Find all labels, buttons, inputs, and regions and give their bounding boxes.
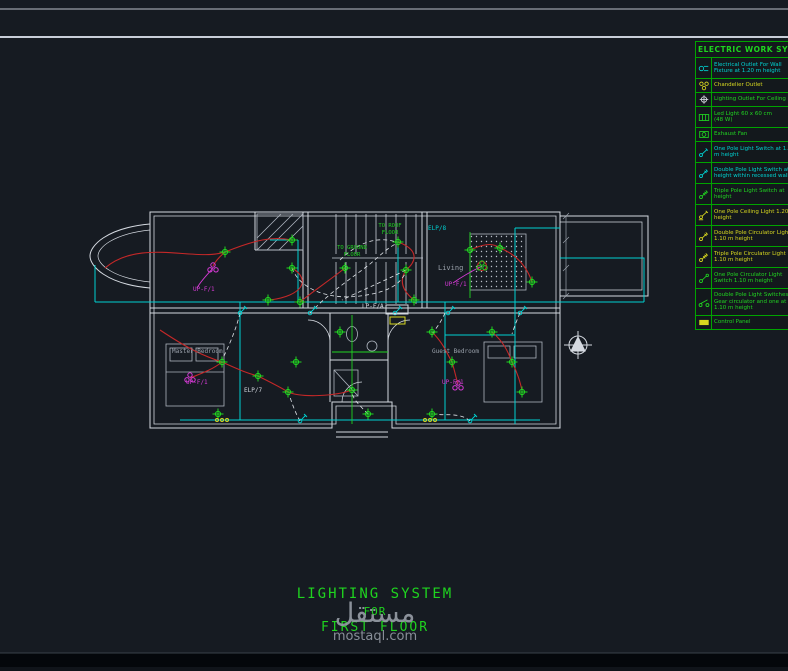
one-pole-switch-icon (696, 142, 712, 162)
legend-row-label: Double Pole Circulator Light 1.10 m heig… (714, 229, 788, 243)
legend-row-label: Electrical Outlet For Wall Fixture at 1.… (714, 61, 782, 75)
room-label-guest-bedroom: Guest Bedroom (432, 348, 479, 355)
plan-labels: ELP/8 ELP/7 Living Master Bedroom Guest … (172, 223, 479, 394)
legend-row: Triple Pole Circulator Light 1.10 m heig… (696, 247, 788, 268)
legend-row-label: One Pole Light Switch at 1.20 m height (714, 145, 788, 159)
wiring-green (332, 232, 471, 424)
legend-row-label: Exhaust Fan (714, 131, 748, 138)
legend-row: Triple Pole Light Switch at height (696, 184, 788, 205)
ceiling-outlet-icon (696, 93, 712, 106)
double-pole-switch-icon (696, 163, 712, 183)
legend-row-label: Control Panel (714, 319, 751, 326)
legend-row-label: Lighting Outlet For Ceiling (714, 96, 786, 103)
watermark-latin: mostaql.com (332, 629, 418, 644)
led-panel-icon (696, 107, 712, 127)
circuit-label-up-f1: UP-F/1 (445, 281, 467, 288)
legend-row: Exhaust Fan (696, 128, 788, 142)
dimension-lines (562, 212, 570, 300)
furniture (165, 213, 543, 407)
stairs-note-roof-1: TO ROOF (378, 223, 401, 229)
stairs-note-ground-1: TO GROUND (337, 245, 367, 251)
legend-row-label: One Pole Circulator Light Switch 1.10 m … (714, 271, 783, 285)
control-panel-icon (696, 316, 712, 329)
circuit-label-up-f1: UP-F/1 (193, 286, 215, 293)
circuit-label-elp7: ELP/7 (244, 387, 262, 394)
watermark: مستقل mostaql.com (255, 598, 495, 645)
wall-outlet-icon (696, 58, 712, 78)
one-pole-circulator-switch-icon (696, 268, 712, 288)
legend-row: One Pole Light Switch at 1.20 m height (696, 142, 788, 163)
legend-row: Led Light 60 x 60 cm (48 W) (696, 107, 788, 128)
legend-row-label: Double Pole Light Switches Gear circulat… (714, 292, 788, 312)
legend-row: Double Pole Circulator Light 1.10 m heig… (696, 226, 788, 247)
drawing-title-line2: FOR (363, 605, 387, 618)
panel-label-lp-fa: LP-F/A (362, 303, 384, 310)
legend-title: ELECTRIC WORK SYMBOL (696, 42, 788, 58)
legend-row: Chandelier Outlet (696, 79, 788, 93)
drawing-title-line1: LIGHTING SYSTEM (296, 586, 454, 602)
circuit-label-up-f1: UP-F/1 (186, 379, 208, 386)
drawing-title-line3: FIRST FLOOR (320, 620, 430, 635)
legend-row-label: Triple Pole Circulator Light 1.10 m heig… (714, 250, 786, 264)
double-pole-wall-switch-icon (696, 289, 712, 315)
legend-row: Electrical Outlet For Wall Fixture at 1.… (696, 58, 788, 79)
room-label-master-bedroom: Master Bedroom (172, 348, 223, 355)
wiring-magenta (196, 265, 483, 289)
legend-row: Lighting Outlet For Ceiling (696, 93, 788, 107)
sheet-frame (0, 8, 788, 667)
legend-row-label: Chandelier Outlet (714, 82, 763, 89)
room-label-living: Living (438, 264, 463, 272)
stairs-note-ground-2: FLOOR (344, 252, 361, 258)
legend-row: Control Panel (696, 316, 788, 329)
wiring-cyan (94, 227, 645, 424)
legend-row: Double Pole Light Switch at height withi… (696, 163, 788, 184)
exhaust-fan-icon (696, 128, 712, 141)
triple-pole-circulator-switch-icon (696, 247, 712, 267)
stairs-note-roof-2: FLOOR (382, 230, 399, 236)
legend-row: One Pole Ceiling Light 1.20 m height (696, 205, 788, 226)
legend-row-label: Double Pole Light Switch at height withi… (714, 166, 788, 180)
legend-row: One Pole Circulator Light Switch 1.10 m … (696, 268, 788, 289)
double-pole-circulator-switch-icon (696, 226, 712, 246)
section-marker (564, 331, 592, 359)
watermark-arabic: مستقل (334, 598, 416, 629)
chandelier-outlet-icon (696, 79, 712, 92)
legend-row-label: Led Light 60 x 60 cm (48 W) (714, 110, 772, 124)
legend-row-label: Triple Pole Light Switch at height (714, 187, 785, 201)
drawing-title: LIGHTING SYSTEM FOR FIRST FLOOR (215, 586, 535, 635)
stairs (332, 214, 423, 304)
circuit-label-elp8: ELP/8 (428, 225, 446, 232)
legend-row-label: One Pole Ceiling Light 1.20 m height (714, 208, 788, 222)
legend-panel: ELECTRIC WORK SYMBOL Electrical Outlet F… (695, 41, 788, 330)
triple-pole-switch-icon (696, 184, 712, 204)
legend-row: Double Pole Light Switches Gear circulat… (696, 289, 788, 316)
panel-symbols (385, 304, 409, 325)
one-pole-ceiling-switch-icon (696, 205, 712, 225)
circuit-label-up-f1: UP-F/1 (442, 379, 464, 386)
walls (89, 211, 649, 438)
